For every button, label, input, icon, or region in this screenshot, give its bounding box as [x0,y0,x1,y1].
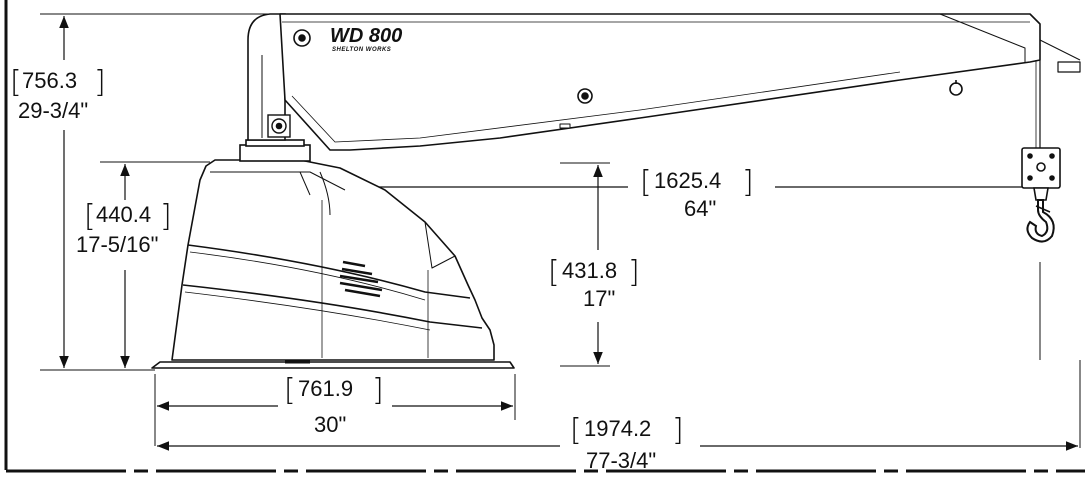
lifting-eye [949,82,963,96]
hook-icon [1026,199,1055,243]
svg-text:]: ] [628,255,640,290]
svg-text:]: ] [742,165,754,200]
svg-text:]: ] [372,373,384,408]
vent-slots [339,260,383,298]
svg-text:[: [ [640,165,652,200]
svg-text:[: [ [548,255,560,290]
dim-base-height: [ 440.4 ] 17-5/16" [76,199,172,257]
dim-base-width-imperial: 30" [314,412,346,437]
logo-tagline-text: SHELTON WORKS [332,47,391,53]
dim-base-height-imperial: 17-5/16" [76,232,158,257]
dim-base-body-height-imperial: 17" [583,286,615,311]
dim-overall-length: [ 1974.2 ] 77-3/4" [570,413,684,473]
svg-text:]: ] [160,199,172,234]
svg-text:]: ] [672,413,684,448]
dim-base-body-height-metric: 431.8 [562,258,617,283]
svg-text:[: [ [10,65,22,100]
boom-logo: WD 800 SHELTON WORKS [330,25,402,53]
dim-boom-reach-imperial: 64" [684,196,716,221]
dim-base-body-height: [ 431.8 ] 17" [548,255,640,311]
dim-base-width: [ 761.9 ] 30" [284,373,384,437]
svg-text:[: [ [570,413,582,448]
dim-base-height-metric: 440.4 [96,202,151,227]
dim-total-height: [ 756.3 ] 29-3/4" [10,65,106,123]
logo-model-text: WD 800 [330,25,402,47]
dim-overall-length-imperial: 77-3/4" [586,448,656,473]
crane-boom [279,13,1081,151]
svg-text:[: [ [84,199,96,234]
svg-text:]: ] [94,65,106,100]
dim-boom-reach: [ 1625.4 ] 64" [640,165,754,221]
dim-base-width-metric: 761.9 [298,376,353,401]
crane-base [151,159,515,369]
dim-boom-reach-metric: 1625.4 [654,168,721,193]
extension-lines [40,13,1081,448]
svg-text:[: [ [284,373,296,408]
dim-total-height-imperial: 29-3/4" [18,98,88,123]
dim-overall-length-metric: 1974.2 [584,416,651,441]
dim-total-height-metric: 756.3 [22,68,77,93]
hoist-hook-assembly [1021,60,1061,243]
